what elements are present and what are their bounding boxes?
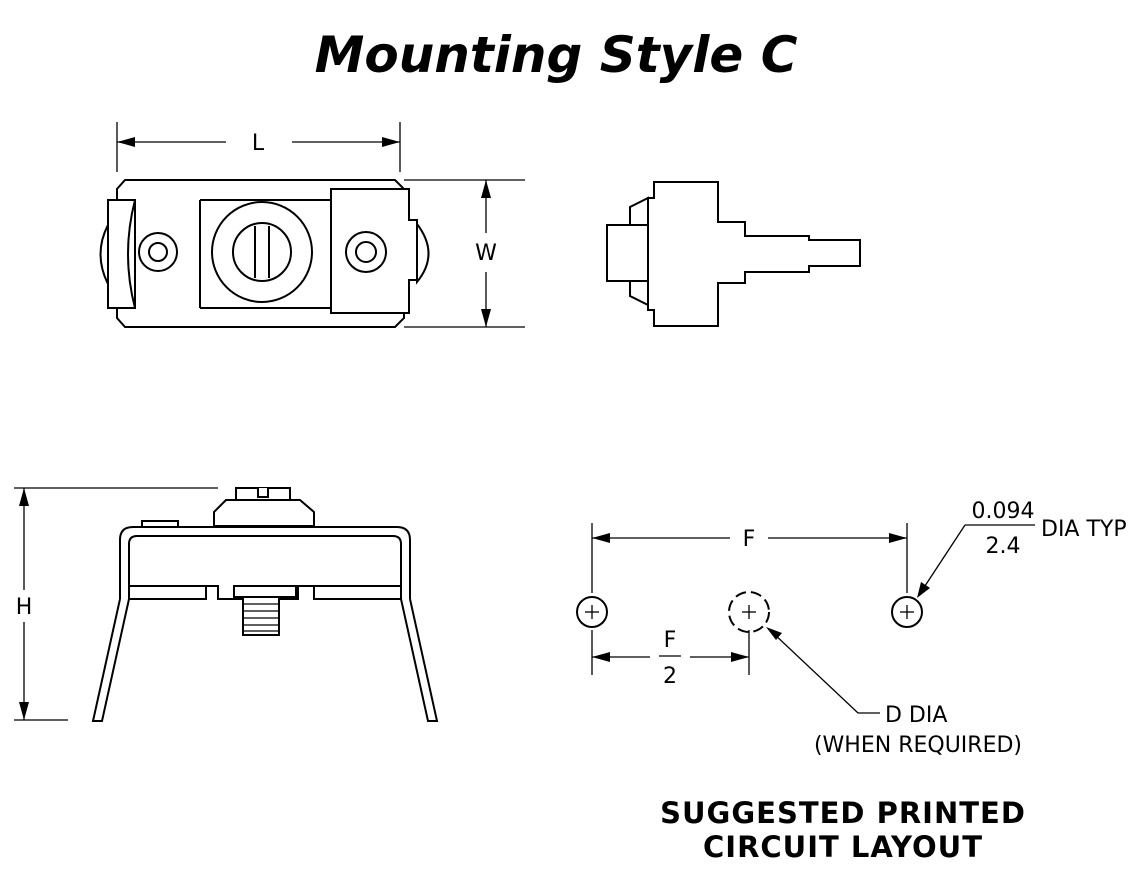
length-label: L bbox=[252, 131, 265, 156]
mounting-hole-right bbox=[891, 596, 923, 628]
half-spacing-dimension: F 2 bbox=[591, 628, 750, 689]
front-view: H bbox=[14, 487, 439, 722]
height-label: H bbox=[16, 595, 33, 620]
width-dimension: W bbox=[404, 179, 525, 328]
pcb-caption-line1: SUGGESTED PRINTED bbox=[660, 796, 1026, 830]
end-view bbox=[606, 181, 861, 327]
half-spacing-numerator: F bbox=[664, 628, 677, 653]
half-spacing-denominator: 2 bbox=[663, 664, 677, 689]
pcb-caption-line2: CIRCUIT LAYOUT bbox=[703, 830, 983, 864]
width-label: W bbox=[475, 241, 497, 266]
optional-hole-callout: D DIA (WHEN REQUIRED) bbox=[766, 627, 1022, 758]
spacing-dimension: F bbox=[591, 523, 908, 593]
hole-size-callout: 0.094 2.4 DIA TYP bbox=[917, 499, 1127, 598]
height-dimension: H bbox=[14, 487, 218, 721]
length-dimension: L bbox=[116, 122, 401, 172]
mounting-hole-left bbox=[576, 596, 608, 628]
hole-diameter-suffix: DIA TYP bbox=[1041, 517, 1127, 542]
hole-diameter-inches: 0.094 bbox=[972, 499, 1035, 524]
top-view-body bbox=[99, 179, 430, 328]
optional-hole-label: D DIA bbox=[885, 703, 947, 728]
pcb-layout: F F 2 bbox=[576, 499, 1127, 864]
spacing-label: F bbox=[743, 527, 756, 552]
top-view: L W bbox=[99, 122, 525, 328]
optional-hole-note: (WHEN REQUIRED) bbox=[814, 733, 1022, 758]
page-title: Mounting Style C bbox=[315, 26, 798, 84]
hole-diameter-mm: 2.4 bbox=[986, 534, 1021, 559]
optional-hole bbox=[728, 591, 770, 633]
